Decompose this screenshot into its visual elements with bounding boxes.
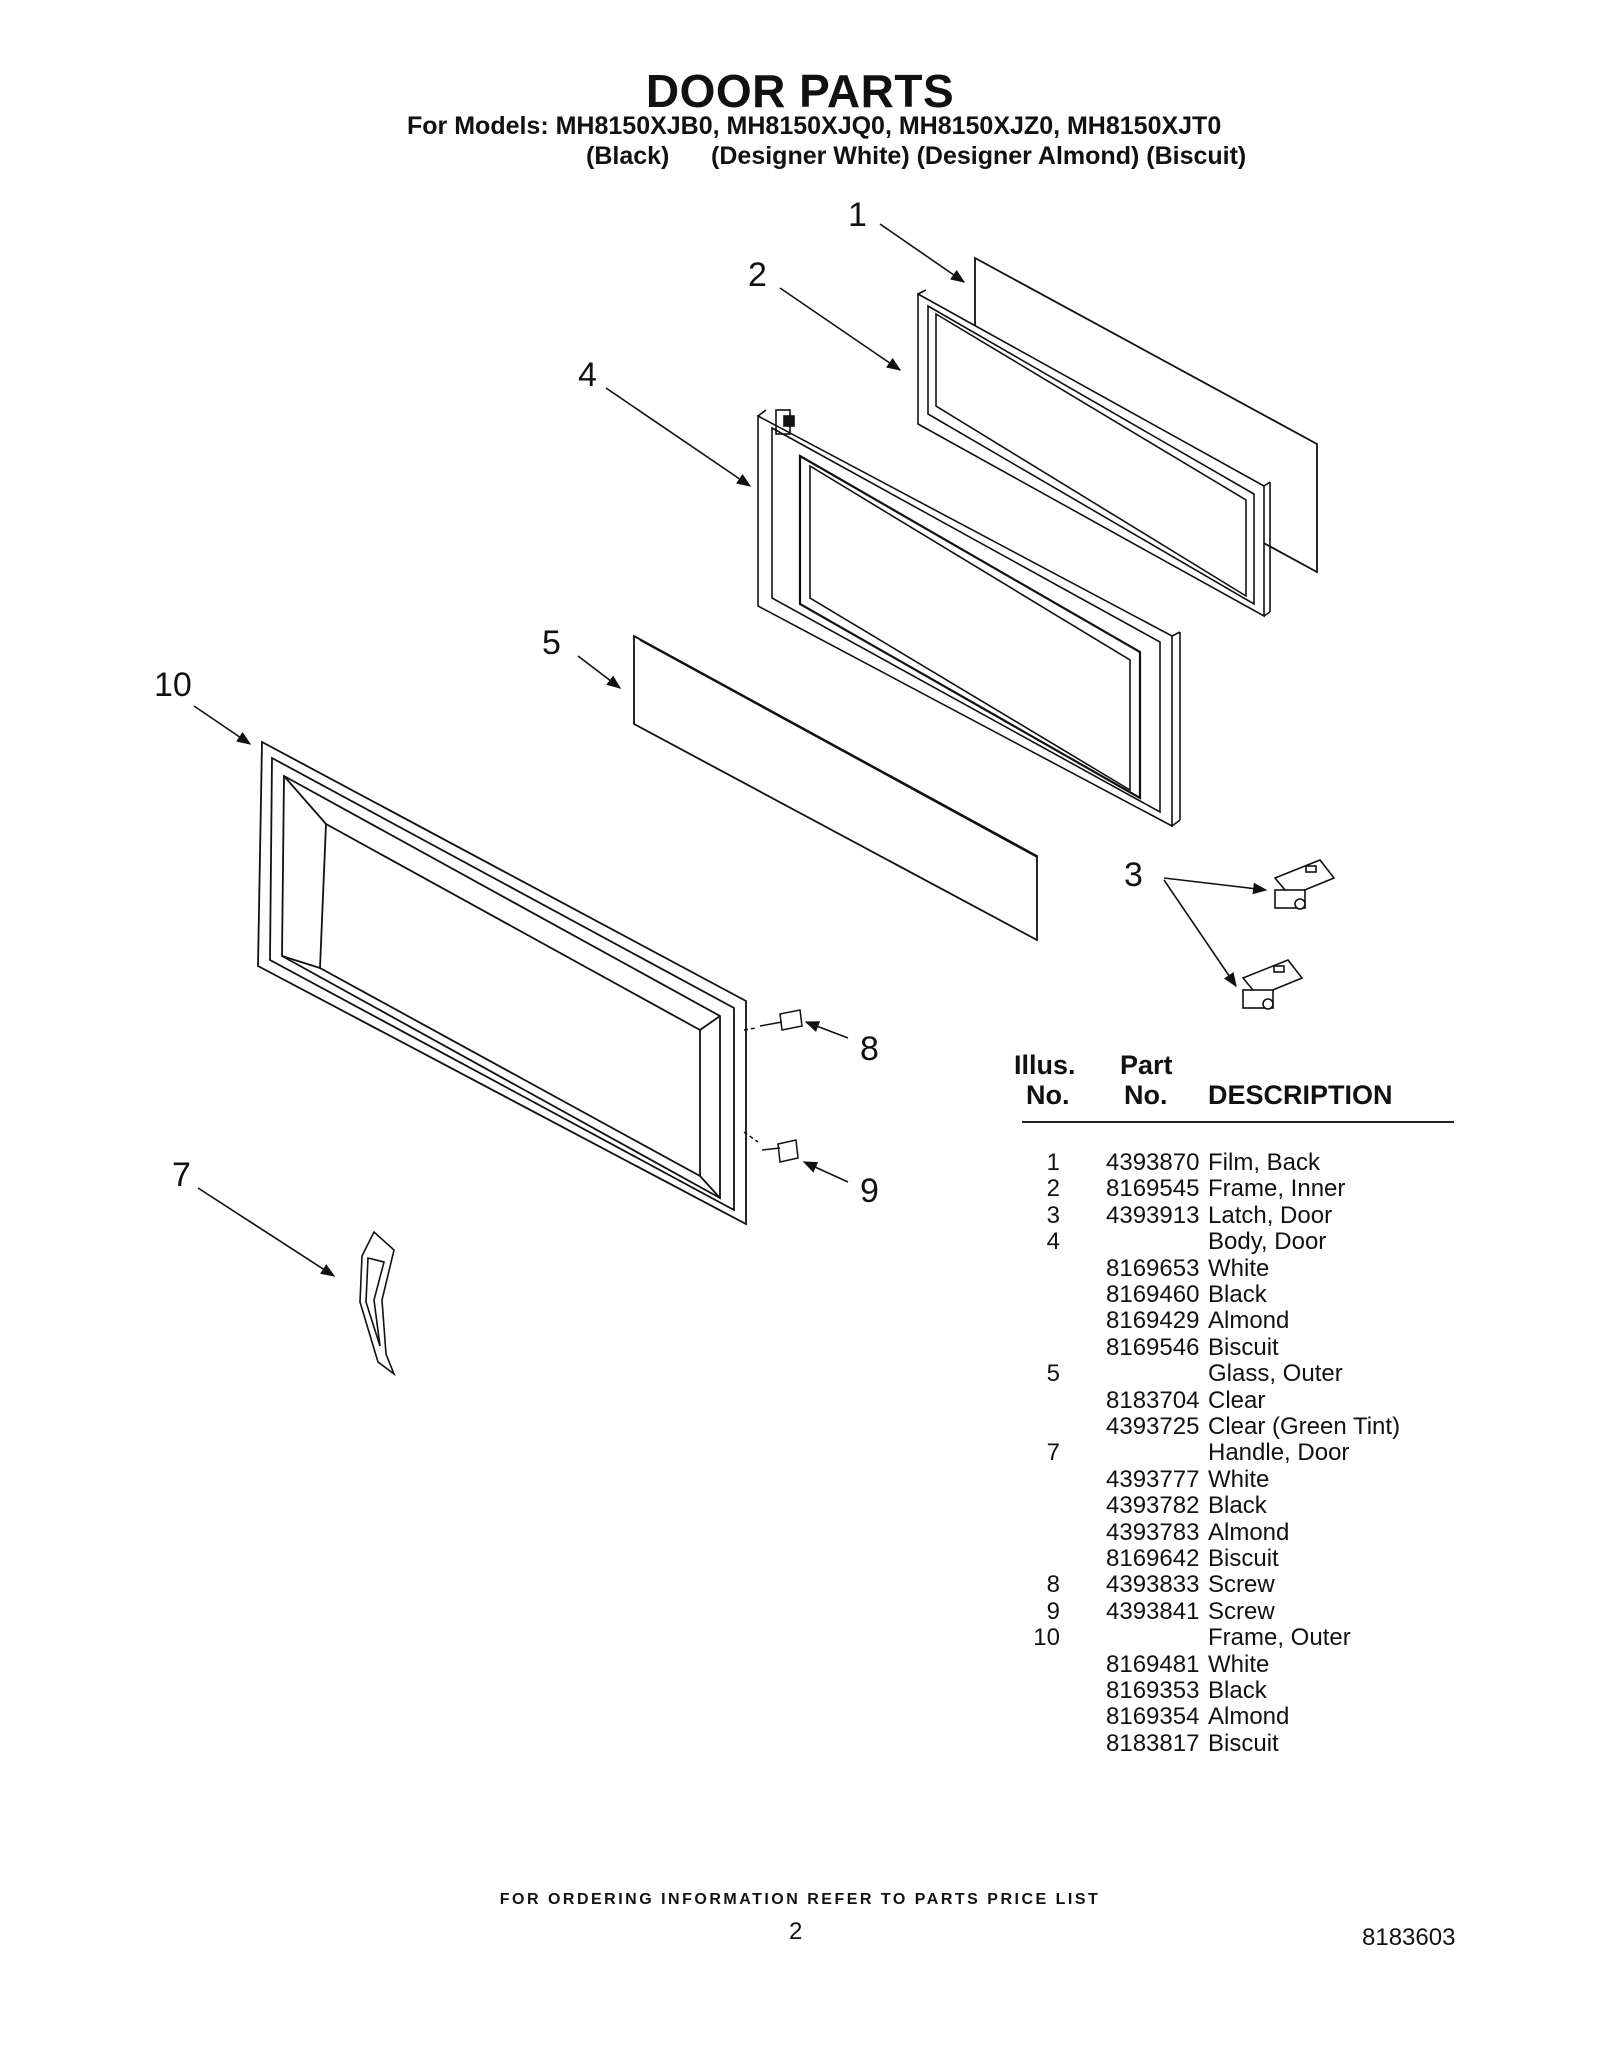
callout-2: 2 [748,256,767,294]
callout-10: 10 [154,666,192,704]
part-no-cell: 4393870 [1106,1149,1200,1176]
part-no-cell: 8169642 [1106,1545,1200,1572]
description-cell: Almond [1208,1703,1290,1731]
callout-9: 9 [860,1172,879,1210]
callout-3: 3 [1124,856,1143,894]
door-handle-part [359,1230,396,1377]
description-cell: Latch, Door [1208,1201,1333,1229]
part-no-cell: 8169429 [1106,1307,1200,1335]
inner-frame-part [917,289,1271,618]
description-cell: Biscuit [1208,1729,1279,1757]
illus-no-cell: 9 [1046,1597,1060,1625]
description-cell: Screw [1208,1597,1275,1625]
header-description: DESCRIPTION [1208,1080,1393,1110]
description-cell: White [1208,1465,1270,1493]
part-no-cell: 8183817 [1106,1729,1200,1757]
outer-frame-part [257,740,747,1226]
illus-no-cell: 3 [1046,1201,1060,1229]
part-no-cell: 8183704 [1106,1386,1200,1414]
part-no-cell: 8169353 [1106,1677,1200,1704]
description-cell: White [1208,1650,1270,1678]
illus-no-cell: 1 [1046,1149,1060,1176]
description-cell: Biscuit [1208,1333,1279,1361]
description-cell: Frame, Inner [1208,1175,1346,1203]
door-latch-upper-part [1273,859,1336,910]
door-latch-lower-part [1241,959,1304,1010]
header-part-line1: Part [1120,1050,1173,1080]
part-no-cell: 8169354 [1106,1703,1200,1731]
description-cell: Film, Back [1208,1149,1321,1176]
part-no-cell: 8169546 [1106,1333,1200,1361]
callout-leaders [193,223,1268,1277]
part-no-cell: 4393725 [1106,1413,1200,1440]
callout-8: 8 [860,1030,879,1068]
part-no-cell: 8169481 [1106,1650,1200,1678]
models-line: For Models: MH8150XJB0, MH8150XJQ0, MH81… [407,112,1222,140]
callout-5: 5 [542,624,561,662]
part-no-cell: 4393777 [1106,1465,1200,1493]
outer-glass-part [633,634,1038,942]
screw-8-part [743,1009,803,1031]
description-cell: Clear (Green Tint) [1208,1413,1401,1440]
description-cell: Black [1208,1492,1267,1520]
part-no-cell: 4393783 [1106,1518,1200,1546]
description-cell: Frame, Outer [1208,1624,1351,1652]
description-cell: Black [1208,1677,1267,1704]
part-no-cell: 8169653 [1106,1254,1200,1282]
illus-no-cell: 8 [1046,1571,1060,1599]
table-header-rule [1022,1121,1454,1123]
description-cell: Handle, Door [1208,1439,1350,1467]
part-no-cell: 8169460 [1106,1281,1200,1308]
header-illus-line1: Illus. [1014,1050,1076,1080]
callout-7: 7 [172,1156,191,1194]
description-cell: Biscuit [1208,1545,1279,1572]
ordering-note: FOR ORDERING INFORMATION REFER TO PARTS … [499,1891,1101,1908]
illus-no-cell: 10 [1033,1624,1060,1652]
part-no-cell: 4393841 [1106,1597,1200,1625]
header-illus-line2: No. [1026,1080,1070,1110]
description-cell: Body, Door [1208,1228,1327,1256]
part-no-cell: 4393913 [1106,1201,1200,1229]
header-part-line2: No. [1124,1080,1168,1110]
page-number: 2 [789,1918,803,1945]
document-number: 8183603 [1362,1924,1456,1951]
part-no-cell: 8169545 [1106,1175,1200,1203]
description-cell: Almond [1208,1518,1290,1546]
description-cell: White [1208,1254,1270,1282]
illus-no-cell: 5 [1046,1360,1060,1388]
description-cell: Black [1208,1281,1267,1308]
description-cell: Screw [1208,1571,1275,1599]
screw-9-part [743,1131,799,1163]
part-no-cell: 4393833 [1106,1571,1200,1599]
illus-no-cell: 4 [1046,1228,1060,1256]
description-cell: Glass, Outer [1208,1360,1343,1388]
illus-no-cell: 7 [1046,1439,1060,1467]
door-body-part [757,409,1181,828]
description-cell: Clear [1208,1386,1266,1414]
page-title: DOOR PARTS [645,65,955,117]
colors-line: (Black) (Designer White) (Designer Almon… [586,142,1247,170]
part-no-cell: 4393782 [1106,1492,1200,1520]
description-cell: Almond [1208,1307,1290,1335]
callout-4: 4 [578,356,597,394]
illus-no-cell: 2 [1046,1175,1060,1203]
callout-1: 1 [848,196,867,234]
